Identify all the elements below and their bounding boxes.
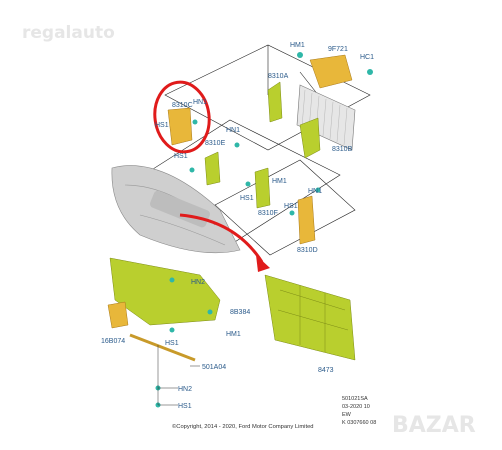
label-hm1-top: HM1 — [290, 42, 305, 49]
doc-ref-line4: K 0307660 08 — [342, 420, 376, 426]
part-8310A — [267, 81, 283, 123]
label-hn1-e: HN1 — [226, 127, 240, 134]
label-8310B: 8310B — [332, 146, 353, 153]
label-hs1-d: HS1 — [284, 203, 298, 210]
doc-ref-line1: 501021SA — [342, 396, 368, 402]
label-8473: 8473 — [318, 367, 334, 374]
label-hm1-low: HM1 — [226, 331, 241, 338]
green-parts — [109, 81, 356, 361]
part-16B074 — [107, 301, 129, 329]
plate-upper — [164, 44, 371, 151]
copyright-text: ©Copyright, 2014 - 2020, Ford Motor Comp… — [172, 423, 314, 430]
label-hs1-bot: HS1 — [178, 403, 192, 410]
label-hs1-c: HS1 — [155, 122, 169, 129]
part-8310B — [299, 117, 321, 159]
yellow-parts — [107, 54, 353, 362]
label-8310E: 8310E — [205, 140, 226, 147]
bottom-leaders — [157, 345, 200, 406]
part-8310F — [254, 167, 271, 209]
part-8310C — [167, 107, 193, 146]
label-hn1-d: HN1 — [308, 188, 322, 195]
label-16B074: 16B074 — [101, 338, 125, 345]
part-9F721 — [309, 54, 353, 89]
label-hc1: HC1 — [360, 54, 374, 61]
bazar-watermark: BAZAR — [392, 413, 476, 438]
arrow-head — [256, 255, 270, 272]
highlight-arrow — [179, 213, 264, 263]
bazar-text: BAZAR — [392, 413, 476, 438]
label-hn2-b: HN2 — [178, 386, 192, 393]
part-8310D — [297, 195, 316, 245]
label-hs1-e: HS1 — [174, 153, 188, 160]
doc-ref-line3: EW — [342, 412, 352, 418]
part-501A04 — [129, 333, 196, 362]
label-9F721: 9F721 — [328, 46, 348, 53]
fasteners — [155, 52, 373, 408]
label-8310C: 8310C — [172, 102, 193, 109]
part-labels: HM1 9F721 HC1 8310A 8310C HS1 HN1 HN1 83… — [101, 42, 374, 410]
label-8B384: 8B384 — [230, 309, 250, 316]
highlight-ring — [153, 80, 211, 154]
label-501A04: 501A04 — [202, 364, 226, 371]
label-8310A: 8310A — [268, 73, 289, 80]
part-8473 — [264, 274, 356, 361]
label-hn1-c: HN1 — [193, 99, 207, 106]
label-8310F: 8310F — [258, 210, 278, 217]
doc-reference: 501021SA 03-2020 10 EW K 0307660 08 — [342, 396, 376, 426]
label-8310D: 8310D — [297, 247, 318, 254]
label-hn2-a: HN2 — [191, 279, 205, 286]
label-hm1-mid: HM1 — [272, 178, 287, 185]
part-8310E — [204, 151, 221, 186]
label-hs1-f: HS1 — [240, 195, 254, 202]
red-highlight — [153, 80, 270, 272]
watermark-text: regalauto — [22, 23, 115, 43]
part-undertray — [109, 257, 221, 326]
plate-right — [214, 159, 356, 256]
doc-ref-line2: 03-2020 10 — [342, 404, 370, 410]
front-bumper — [111, 165, 241, 254]
label-hs1-low: HS1 — [165, 340, 179, 347]
part-8473-detail — [277, 285, 349, 352]
radiator — [296, 84, 356, 151]
